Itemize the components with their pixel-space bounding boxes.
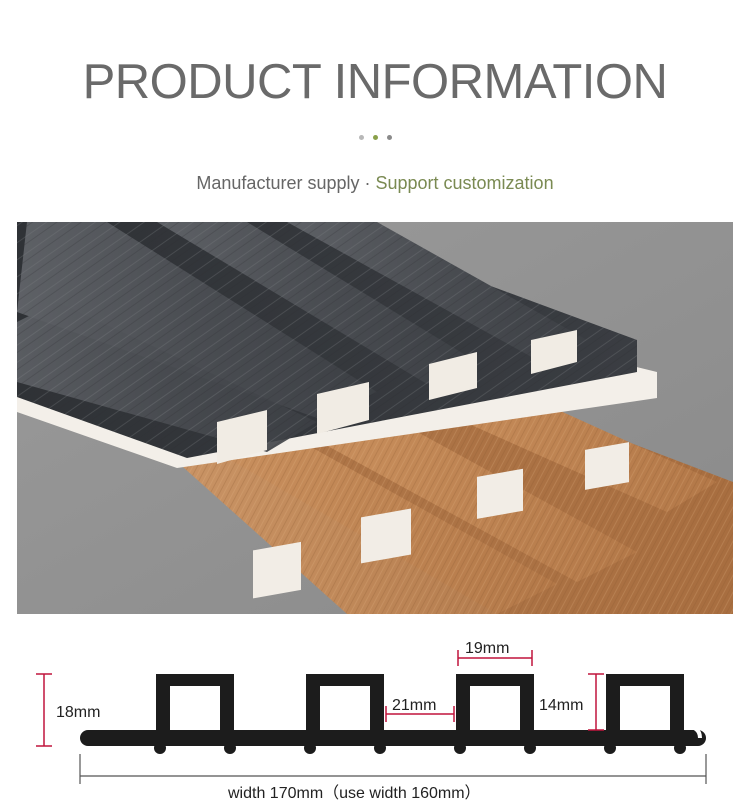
grey-ribs [17, 222, 587, 464]
label-gap-width: 21mm [392, 697, 436, 714]
dot-middle [373, 135, 378, 140]
dot-left [359, 135, 364, 140]
label-rib-width: 19mm [465, 640, 509, 657]
product-photo [17, 222, 733, 614]
profile-cross-section: 18mm 19mm 21mm 14mm width 170mm（use widt… [36, 640, 707, 800]
decorative-dots [357, 135, 397, 143]
page-subtitle: Manufacturer supply · Support customizat… [0, 172, 750, 194]
subtitle-customization: Support customization [375, 173, 554, 193]
dimension-markers [36, 650, 604, 747]
dot-right [387, 135, 392, 140]
page-title: PRODUCT INFORMATION [82, 55, 668, 109]
label-rib-height: 14mm [539, 697, 583, 714]
subtitle-manufacturer: Manufacturer supply · [196, 173, 376, 193]
label-total-width: width 170mm（use width 160mm） [227, 784, 481, 800]
label-height-total: 18mm [56, 704, 100, 721]
width-dimension-line [79, 754, 707, 784]
